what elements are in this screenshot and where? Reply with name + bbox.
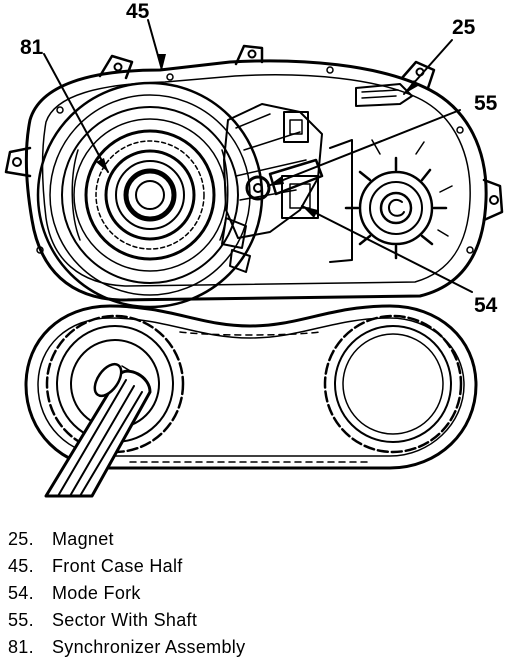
- input-shaft: [44, 362, 152, 498]
- legend-number: 25.: [8, 529, 34, 549]
- drive-chain: [24, 304, 478, 470]
- leader-45: [147, 19, 163, 71]
- mounting-ear-top-right: [400, 60, 436, 90]
- callout-55: 55: [474, 92, 498, 115]
- legend-item: 54. Mode Fork: [8, 580, 508, 607]
- driven-sprocket: [323, 314, 463, 454]
- legend-number: 81.: [8, 637, 34, 657]
- legend-number: 45.: [8, 556, 34, 576]
- mounting-ear-left: [4, 146, 32, 178]
- callout-45: 45: [126, 0, 150, 23]
- mounting-ear-top-left: [98, 54, 134, 80]
- mounting-ear-right: [482, 178, 504, 222]
- leader-81: [43, 53, 109, 173]
- synchronizer-assembly: [36, 81, 264, 309]
- legend-label: Sector With Shaft: [52, 610, 198, 630]
- mode-fork: [268, 158, 324, 219]
- legend-label: Magnet: [52, 529, 114, 549]
- transfer-case-diagram: 25 45 55 54 81: [4, 0, 504, 498]
- magnet: [355, 83, 413, 107]
- legend-number: 54.: [8, 583, 34, 603]
- shift-mechanism: [221, 103, 323, 273]
- callout-54: 54: [474, 294, 498, 317]
- legend-label: Mode Fork: [52, 583, 141, 603]
- mounting-ear-top: [234, 44, 264, 66]
- leader-55: [267, 109, 461, 187]
- leader-54: [301, 205, 473, 293]
- output-shaft-assembly: [329, 139, 453, 263]
- leader-lines: [43, 19, 473, 293]
- legend-label: Synchronizer Assembly: [52, 637, 246, 657]
- legend-label: Front Case Half: [52, 556, 183, 576]
- legend-item: 55. Sector With Shaft: [8, 607, 508, 634]
- callout-81: 81: [20, 36, 44, 59]
- legend-item: 81. Synchronizer Assembly: [8, 634, 508, 661]
- legend-number: 55.: [8, 610, 34, 630]
- callout-25: 25: [452, 16, 476, 39]
- parts-legend: 25. Magnet 45. Front Case Half 54. Mode …: [8, 526, 508, 661]
- legend-item: 25. Magnet: [8, 526, 508, 553]
- legend-item: 45. Front Case Half: [8, 553, 508, 580]
